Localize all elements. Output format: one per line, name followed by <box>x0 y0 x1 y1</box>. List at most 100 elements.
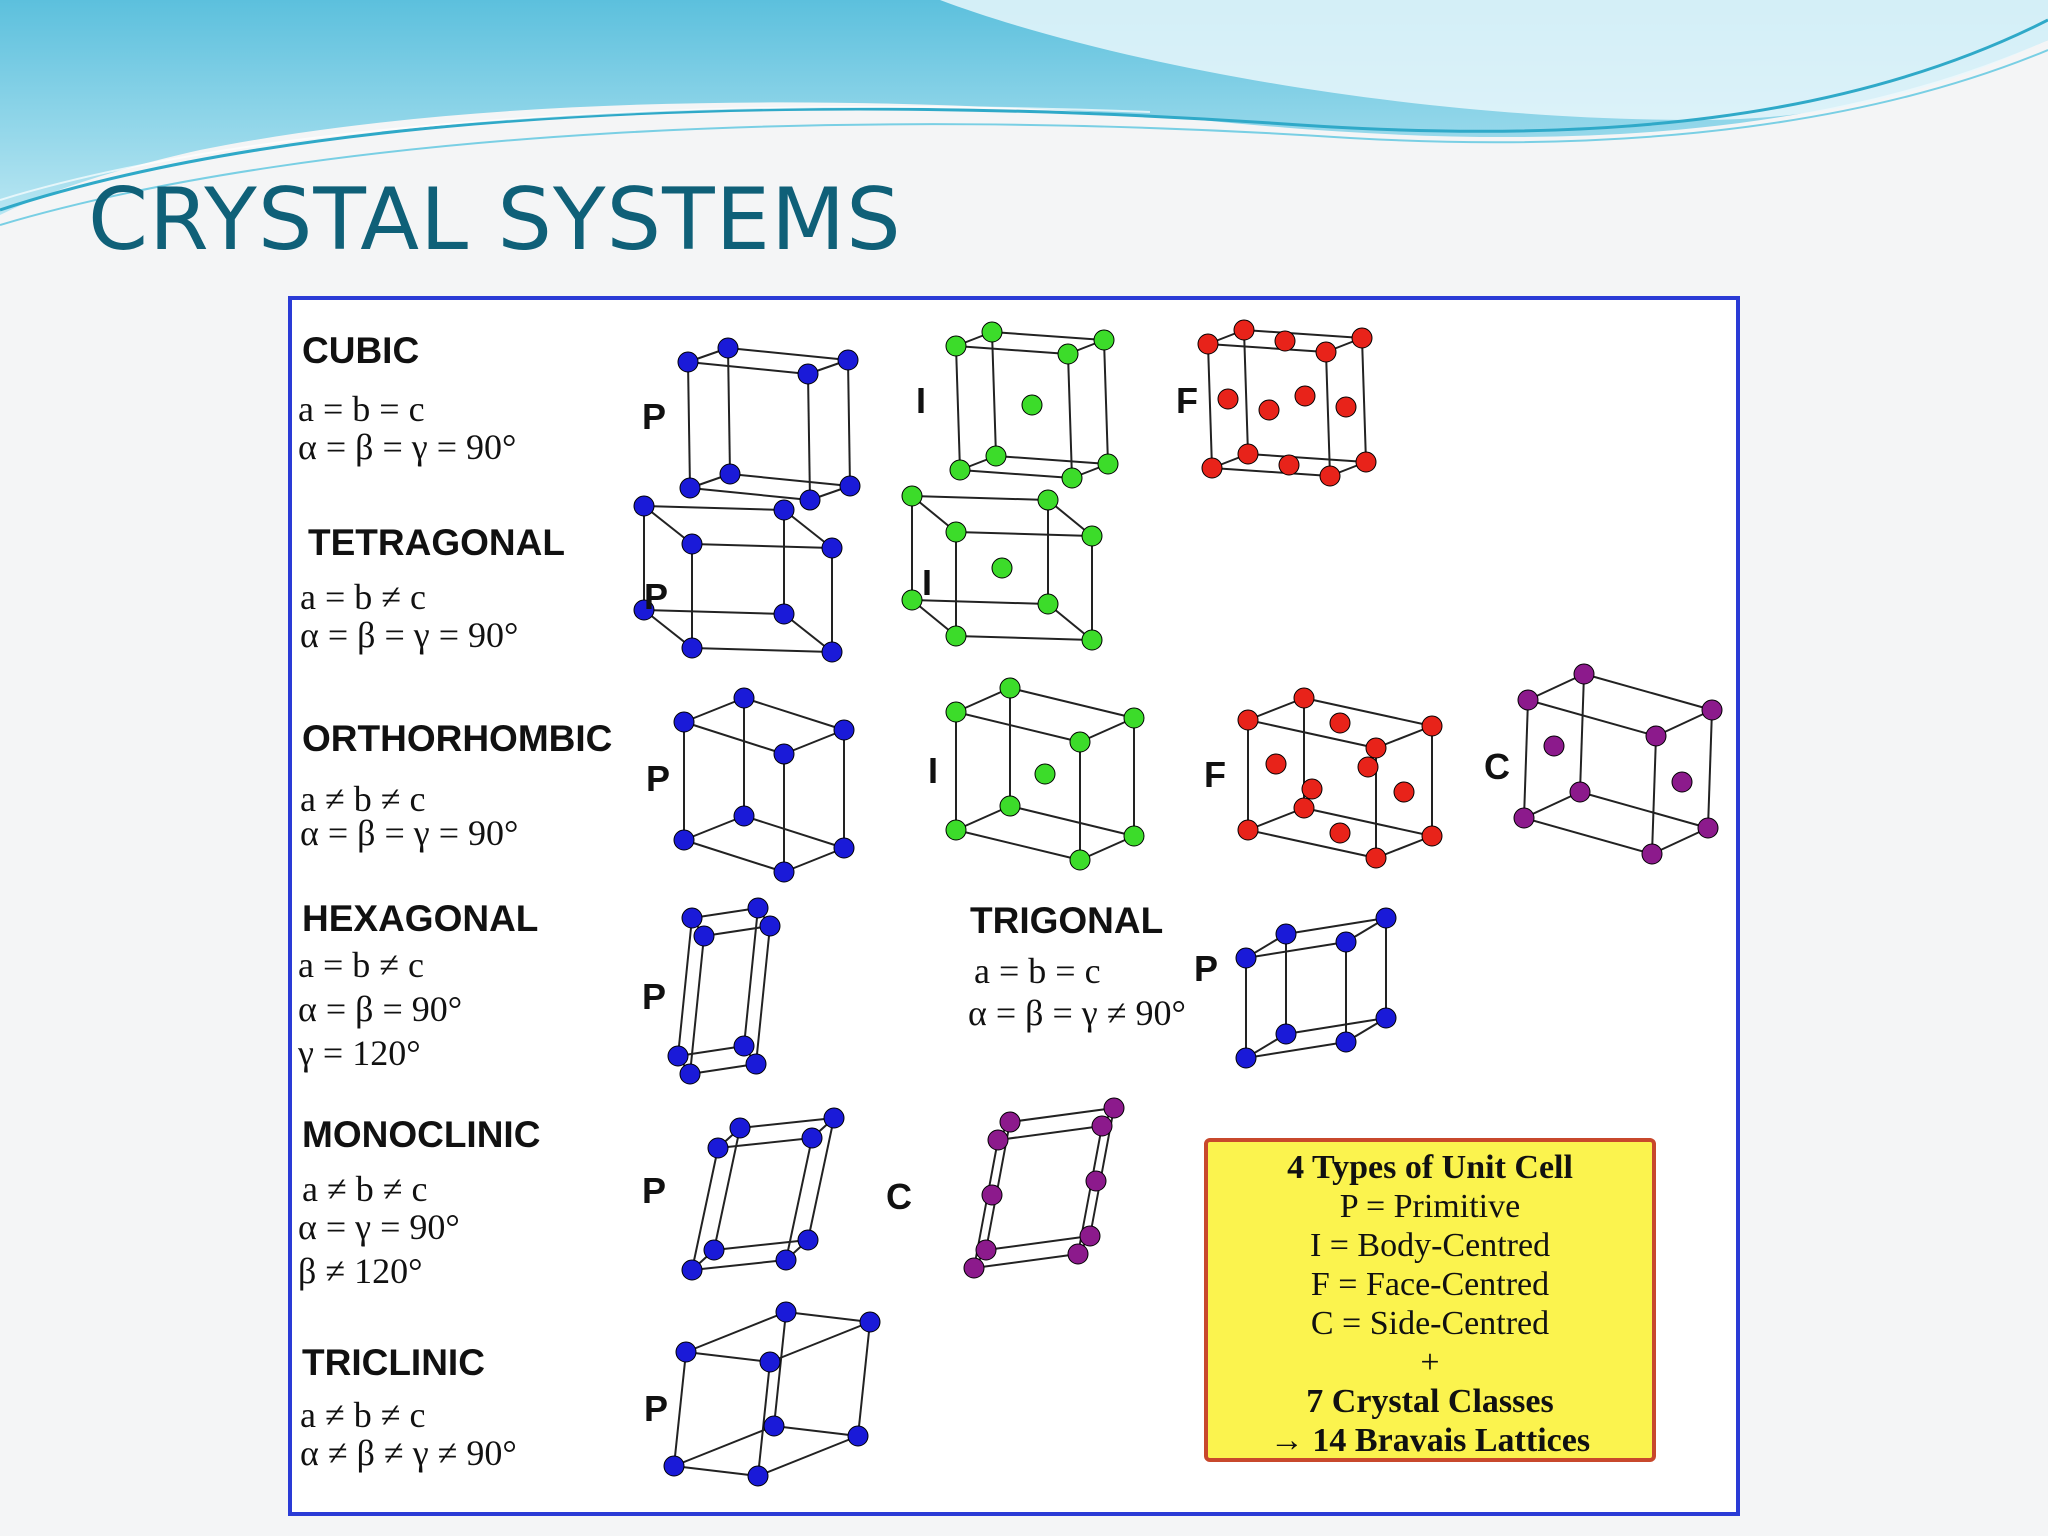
monoclinic-equation-beta: β ≠ 120° <box>298 1251 423 1291</box>
lattice-edge <box>1009 1107 1115 1123</box>
lattice-edge <box>677 1045 745 1057</box>
lattice-edge <box>1103 339 1109 465</box>
lattice-atom <box>801 1127 823 1149</box>
lattice-atom <box>1335 1031 1357 1053</box>
lattice-atom <box>859 1311 881 1333</box>
lattice-atom <box>1235 947 1257 969</box>
lattice-atom <box>775 1249 797 1271</box>
lattice-atom <box>1081 525 1103 547</box>
lattice-edge <box>1583 673 1713 711</box>
lattice-edge <box>673 1465 759 1477</box>
lattice-edge <box>1009 687 1135 719</box>
lattice-atom <box>999 677 1021 699</box>
lattice-atom <box>833 837 855 859</box>
lattice-atom <box>1421 825 1443 847</box>
lattice-edge <box>973 1253 1079 1269</box>
lattice-atom <box>675 1341 697 1363</box>
lattice-atom <box>1067 1243 1089 1265</box>
lattice-atom <box>1293 687 1315 709</box>
lattice-edge <box>743 907 759 1047</box>
lattice-atom <box>681 1259 703 1281</box>
lattice-atom <box>1069 849 1091 871</box>
lattice-atom <box>733 687 755 709</box>
lattice-atom <box>1275 923 1297 945</box>
orthorhombic-label-P: P <box>646 758 671 799</box>
lattice-edge <box>757 1361 771 1477</box>
lattice-monoclinic-C <box>963 1097 1125 1279</box>
legend-bravais-lattices: → 14 Bravais Lattices <box>1269 1422 1591 1459</box>
lattice-cubic-F <box>1197 319 1377 487</box>
lattice-edge <box>713 1239 809 1251</box>
system-name-trigonal: TRIGONAL <box>970 900 1164 941</box>
lattice-edge <box>1009 805 1135 837</box>
lattice-edge <box>1523 817 1653 855</box>
system-name-monoclinic: MONOCLINIC <box>302 1114 541 1155</box>
trigonal-equation-lengths: a = b = c <box>974 951 1101 991</box>
lattice-edge <box>643 609 785 615</box>
lattice-hexagonal-P <box>667 897 781 1085</box>
lattice-atom <box>747 1465 769 1487</box>
lattice-edge <box>911 495 1049 501</box>
hexagonal-equation-gamma: γ = 120° <box>298 1033 421 1073</box>
lattice-edge <box>991 331 997 457</box>
lattice-edge <box>703 925 771 937</box>
lattice-edge <box>955 345 961 471</box>
lattice-edge <box>955 829 1081 861</box>
triclinic-equation-angles: α ≠ β ≠ γ ≠ 90° <box>300 1433 517 1473</box>
lattice-atom <box>981 1184 1003 1206</box>
lattice-atom <box>797 1229 819 1251</box>
lattice-atom <box>1201 457 1223 479</box>
lattice-atom <box>1237 709 1259 731</box>
trigonal-equation-angles: α = β = γ ≠ 90° <box>968 993 1186 1033</box>
lattice-atom <box>945 625 967 647</box>
lattice-atom <box>1293 797 1315 819</box>
lattice-edge <box>1303 697 1433 727</box>
tetragonal-equation-lengths: a = b ≠ c <box>300 577 427 617</box>
lattice-edge <box>755 925 771 1065</box>
lattice-atom <box>1197 333 1219 355</box>
lattice-edge <box>807 1117 835 1241</box>
lattice-edge <box>1067 353 1073 479</box>
unit-cell-legend: 4 Types of Unit Cell P = Primitive I = B… <box>1204 1138 1656 1462</box>
system-name-orthorhombic: ORTHORHOMBIC <box>302 718 613 759</box>
lattice-edge <box>1303 807 1433 837</box>
lattice-edge <box>769 1321 871 1363</box>
lattice-edge <box>1247 453 1367 463</box>
system-name-hexagonal: HEXAGONAL <box>302 898 539 939</box>
lattice-atom <box>991 557 1013 579</box>
lattice-atom <box>1421 715 1443 737</box>
legend-plus: + <box>1420 1344 1440 1381</box>
lattice-trigonal-P <box>1235 907 1397 1069</box>
lattice-edge <box>677 917 693 1057</box>
lattice-edge <box>691 907 759 919</box>
cubic-equation-angles: α = β = γ = 90° <box>298 427 517 467</box>
lattice-atom <box>759 1351 781 1373</box>
lattice-drawings <box>633 319 1723 1487</box>
lattice-edge <box>783 729 845 755</box>
lattice-atom <box>1329 822 1351 844</box>
lattice-edge <box>785 1137 813 1261</box>
lattice-edge <box>717 1137 813 1149</box>
lattice-atom <box>1057 343 1079 365</box>
lattice-atom <box>945 521 967 543</box>
lattice-atom <box>1701 699 1723 721</box>
monoclinic-equation-alpha-gamma: α = γ = 90° <box>298 1207 460 1247</box>
lattice-orthorhombic-I <box>945 677 1145 871</box>
lattice-atom <box>679 1063 701 1085</box>
lattice-edge <box>687 361 809 375</box>
tetragonal-label-P: P <box>644 576 669 617</box>
lattice-edge <box>1207 343 1327 353</box>
hexagonal-equation-alpha-beta: α = β = 90° <box>298 989 463 1029</box>
lattice-atom <box>1093 329 1115 351</box>
lattice-cubic-P <box>677 337 861 511</box>
lattice-edge <box>1579 673 1585 793</box>
orthorhombic-label-I: I <box>928 750 939 791</box>
lattice-atom <box>1375 1007 1397 1029</box>
lattice-edge <box>807 373 811 501</box>
lattice-atom <box>1517 689 1539 711</box>
lattice-atom <box>1375 907 1397 929</box>
lattice-atom <box>1645 725 1667 747</box>
lattice-atom <box>673 711 695 733</box>
lattice-atom <box>673 829 695 851</box>
